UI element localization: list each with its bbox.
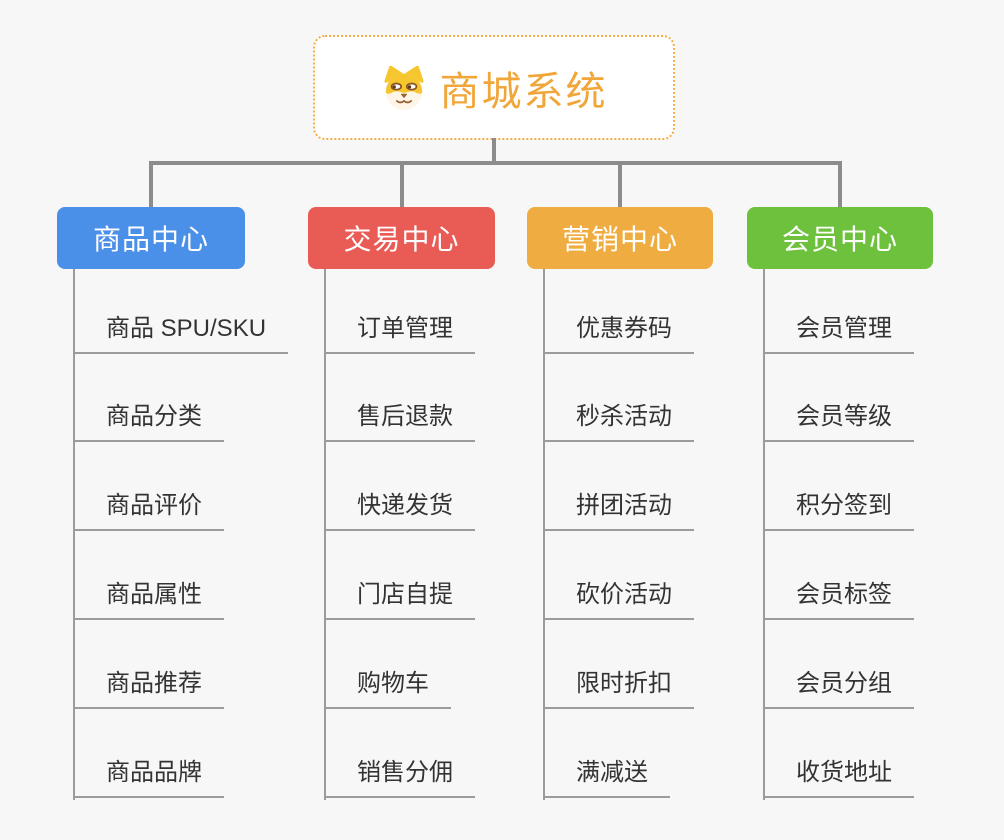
leaf-item[interactable]: 会员等级 xyxy=(763,403,914,442)
leaf-item[interactable]: 商品 SPU/SKU xyxy=(73,315,289,354)
leaf-item[interactable]: 商品推荐 xyxy=(73,670,224,709)
branch-node-marketing-center[interactable]: 营销中心 xyxy=(527,207,713,269)
root-title: 商城系统 xyxy=(439,69,608,114)
child-connector-line xyxy=(73,269,75,800)
leaf-item[interactable]: 商品评价 xyxy=(73,492,224,531)
leaf-item[interactable]: 秒杀活动 xyxy=(543,403,694,442)
leaf-item[interactable]: 商品品牌 xyxy=(73,759,224,798)
leaf-item[interactable]: 门店自提 xyxy=(324,581,475,620)
leaf-item[interactable]: 快递发货 xyxy=(324,492,475,531)
connector-drop xyxy=(838,161,842,209)
leaf-item[interactable]: 商品分类 xyxy=(73,403,224,442)
leaf-item[interactable]: 商品属性 xyxy=(73,581,224,620)
leaf-item[interactable]: 会员标签 xyxy=(763,581,914,620)
leaf-item[interactable]: 优惠券码 xyxy=(543,315,694,354)
branch-node-member-center[interactable]: 会员中心 xyxy=(747,207,933,269)
root-node[interactable]: 商城系统 xyxy=(313,35,675,140)
leaf-item[interactable]: 会员分组 xyxy=(763,670,914,709)
connector-drop xyxy=(618,161,622,209)
leaf-item[interactable]: 积分签到 xyxy=(763,492,914,531)
child-connector-line xyxy=(324,269,326,800)
leaf-item[interactable]: 售后退款 xyxy=(324,403,475,442)
connector-root-vertical xyxy=(492,138,496,163)
leaf-item[interactable]: 会员管理 xyxy=(763,315,914,354)
leaf-item[interactable]: 收货地址 xyxy=(763,759,914,798)
leaf-item[interactable]: 销售分佣 xyxy=(324,759,475,798)
connector-drop xyxy=(149,161,153,209)
leaf-item[interactable]: 购物车 xyxy=(324,670,451,709)
connector-drop xyxy=(399,161,404,209)
branch-node-product-center[interactable]: 商品中心 xyxy=(57,207,245,269)
connector-horizontal-rail xyxy=(149,161,842,165)
branch-node-trade-center[interactable]: 交易中心 xyxy=(308,207,495,269)
child-connector-line xyxy=(543,269,545,800)
leaf-item[interactable]: 订单管理 xyxy=(324,315,475,354)
shiba-dog-icon xyxy=(383,65,424,110)
leaf-item[interactable]: 拼团活动 xyxy=(543,492,694,531)
child-connector-line xyxy=(763,269,765,800)
leaf-item[interactable]: 满减送 xyxy=(543,759,670,798)
leaf-item[interactable]: 砍价活动 xyxy=(543,581,694,620)
leaf-item[interactable]: 限时折扣 xyxy=(543,670,694,709)
